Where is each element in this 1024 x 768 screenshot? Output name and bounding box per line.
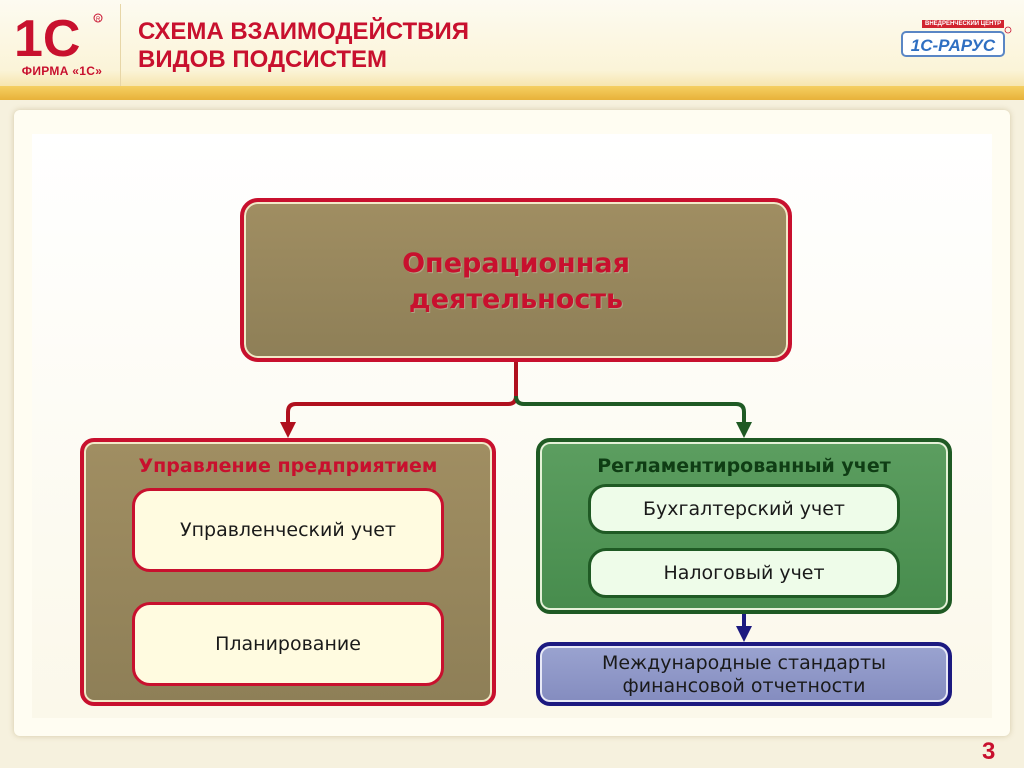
1c-rarus-logo: ВНЕДРЕНЧЕСКИЙ ЦЕНТР 1С-РАРУС (900, 20, 1014, 62)
planning-label: Планирование (215, 633, 361, 655)
svg-text:R: R (96, 17, 101, 23)
rarus-caption: ВНЕДРЕНЧЕСКИЙ ЦЕНТР (922, 20, 1005, 28)
regulated-accounting-title: Регламентированный учет (597, 455, 891, 477)
ifrs-box: Международные стандарты финансовой отчет… (536, 642, 952, 706)
tax-accounting-box: Налоговый учет (588, 548, 900, 598)
bookkeeping-label: Бухгалтерский учет (643, 498, 845, 520)
slide-header: 1С R ФИРМА «1С» СХЕМА ВЗАИМОДЕЙСТВИЯ ВИД… (0, 0, 1024, 100)
management-accounting-box: Управленческий учет (132, 488, 444, 572)
header-separator (120, 4, 121, 86)
header-gold-bar (0, 86, 1024, 100)
slide-title: СХЕМА ВЗАИМОДЕЙСТВИЯ ВИДОВ ПОДСИСТЕМ (138, 18, 469, 74)
title-line-2: ВИДОВ ПОДСИСТЕМ (138, 46, 388, 73)
ifrs-label: Международные стандарты финансовой отчет… (601, 652, 887, 697)
1c-logo-mark-icon: 1С R (14, 10, 103, 68)
page-number: 3 (982, 738, 996, 765)
rarus-logo-icon: 1С-РАРУС (901, 26, 1012, 57)
bookkeeping-box: Бухгалтерский учет (588, 484, 900, 534)
enterprise-management-title: Управление предприятием (138, 455, 438, 477)
tax-accounting-label: Налоговый учет (663, 562, 825, 584)
connector-to-regulated (514, 395, 752, 438)
operational-activity-label: Операционная деятельность (402, 248, 630, 315)
management-accounting-label: Управленческий учет (180, 519, 396, 541)
logo-caption: ФИРМА «1С» (21, 64, 103, 78)
title-line-1: СХЕМА ВЗАИМОДЕЙСТВИЯ (138, 18, 469, 45)
connector-to-management (280, 362, 518, 438)
rarus-logo-text: 1С-РАРУС (911, 36, 996, 55)
firm-1c-logo: 1С R ФИРМА «1С» (12, 10, 112, 88)
operational-activity-box: Операционная деятельность (240, 198, 792, 362)
logo-mark-text: 1С (14, 10, 80, 62)
planning-box: Планирование (132, 602, 444, 686)
